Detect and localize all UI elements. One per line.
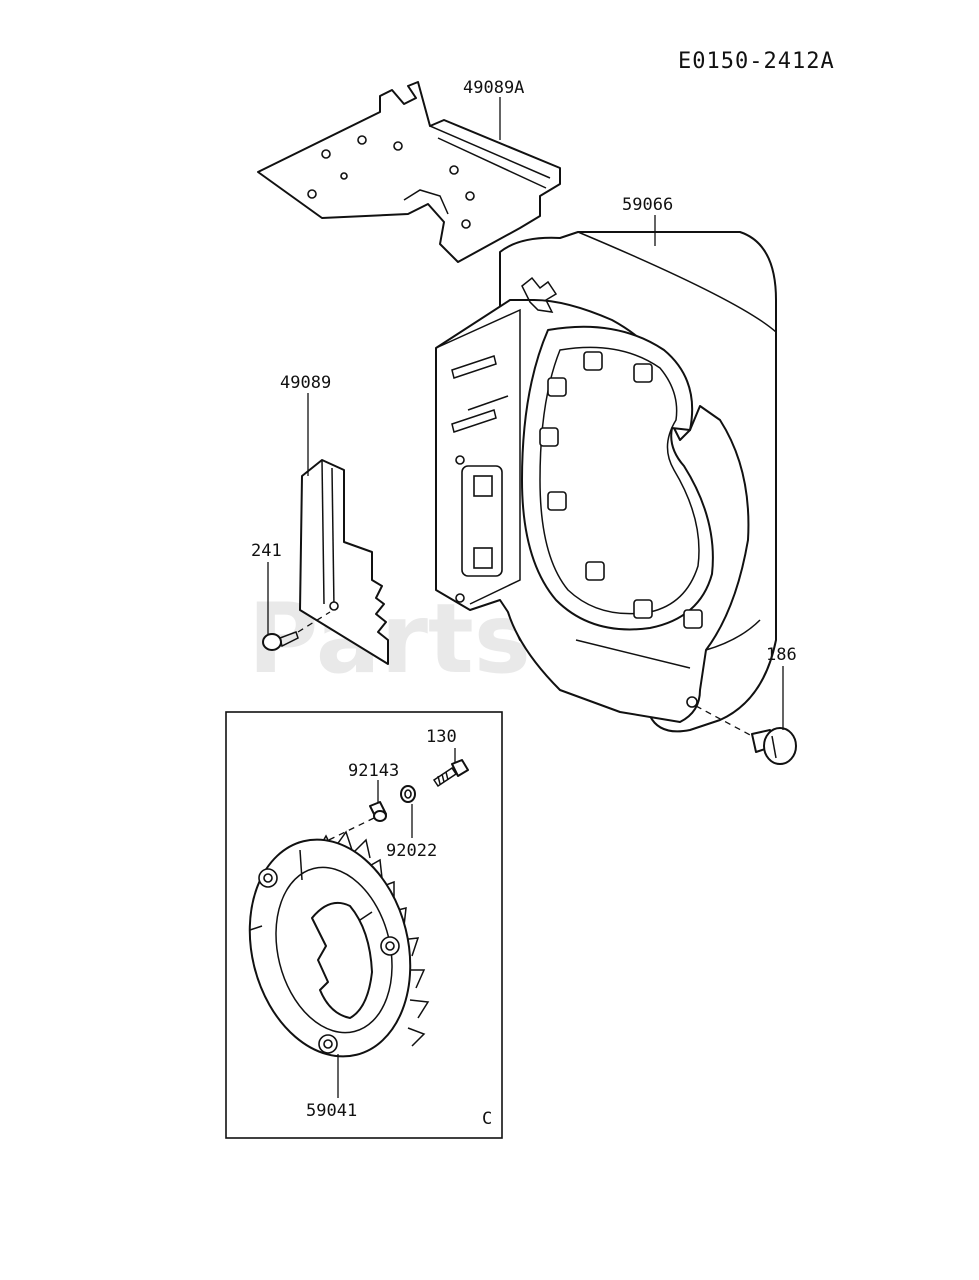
baffle-plate-49089a[interactable] (257, 81, 561, 263)
blower-housing-59066[interactable] (435, 231, 777, 733)
callout-130: 130 (426, 727, 457, 747)
cooling-fan-59041[interactable] (228, 822, 433, 1073)
diagram-code: E0150-2412A (678, 49, 835, 74)
collar-92143[interactable] (369, 801, 387, 822)
callout-92022: 92022 (386, 841, 437, 861)
callout-59041: 59041 (306, 1101, 357, 1121)
callout-92143: 92143 (348, 761, 399, 781)
screw-241[interactable] (262, 631, 299, 651)
callout-49089: 49089 (280, 373, 331, 393)
inset-label: C (482, 1109, 492, 1129)
callout-241: 241 (251, 541, 282, 561)
callout-59066: 59066 (622, 195, 673, 215)
side-baffle-49089[interactable] (299, 459, 389, 665)
washer-92022[interactable] (400, 785, 416, 803)
screw-130[interactable] (432, 759, 469, 788)
bolt-186[interactable] (751, 727, 797, 765)
callout-186: 186 (766, 645, 797, 665)
callout-49089a: 49089A (463, 78, 524, 98)
inset-frame (225, 711, 503, 1139)
